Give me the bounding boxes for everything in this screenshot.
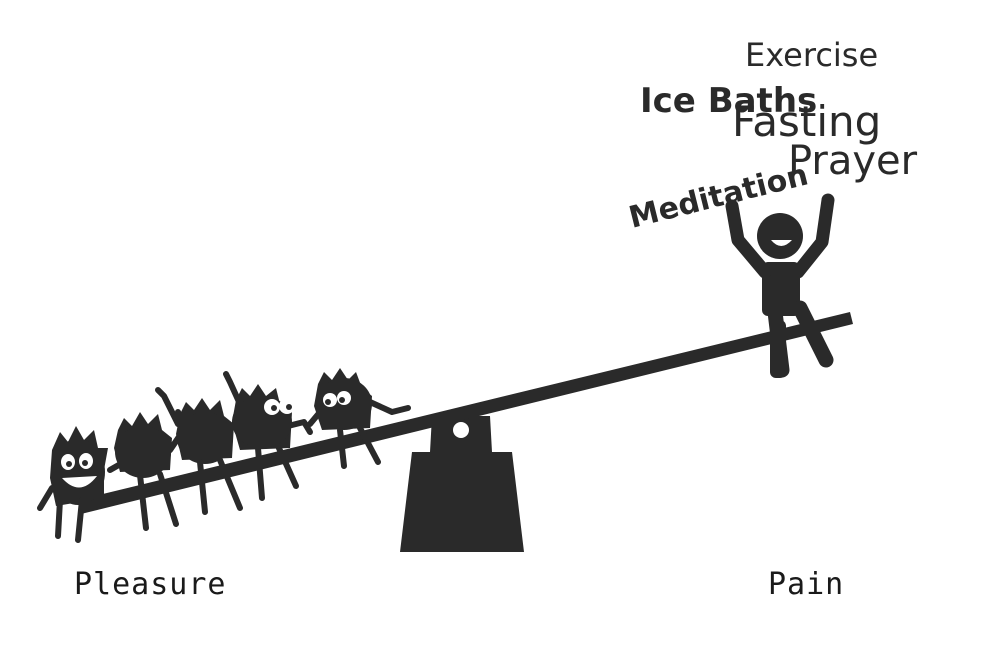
creature-figure [107, 409, 188, 531]
word-exercise: Exercise [745, 36, 878, 74]
creature-figure [155, 387, 243, 515]
creature-figure [307, 368, 411, 469]
label-pleasure: Pleasure [74, 567, 227, 602]
word-fasting: Fasting [732, 97, 881, 146]
seesaw-fulcrum [400, 416, 524, 552]
creature-figure [223, 371, 313, 501]
label-pain: Pain [768, 567, 844, 602]
creature-figure [37, 426, 108, 543]
word-ice-baths: Ice Baths [640, 81, 817, 121]
word-prayer: Prayer [788, 138, 918, 184]
happy-person-figure [725, 193, 835, 378]
